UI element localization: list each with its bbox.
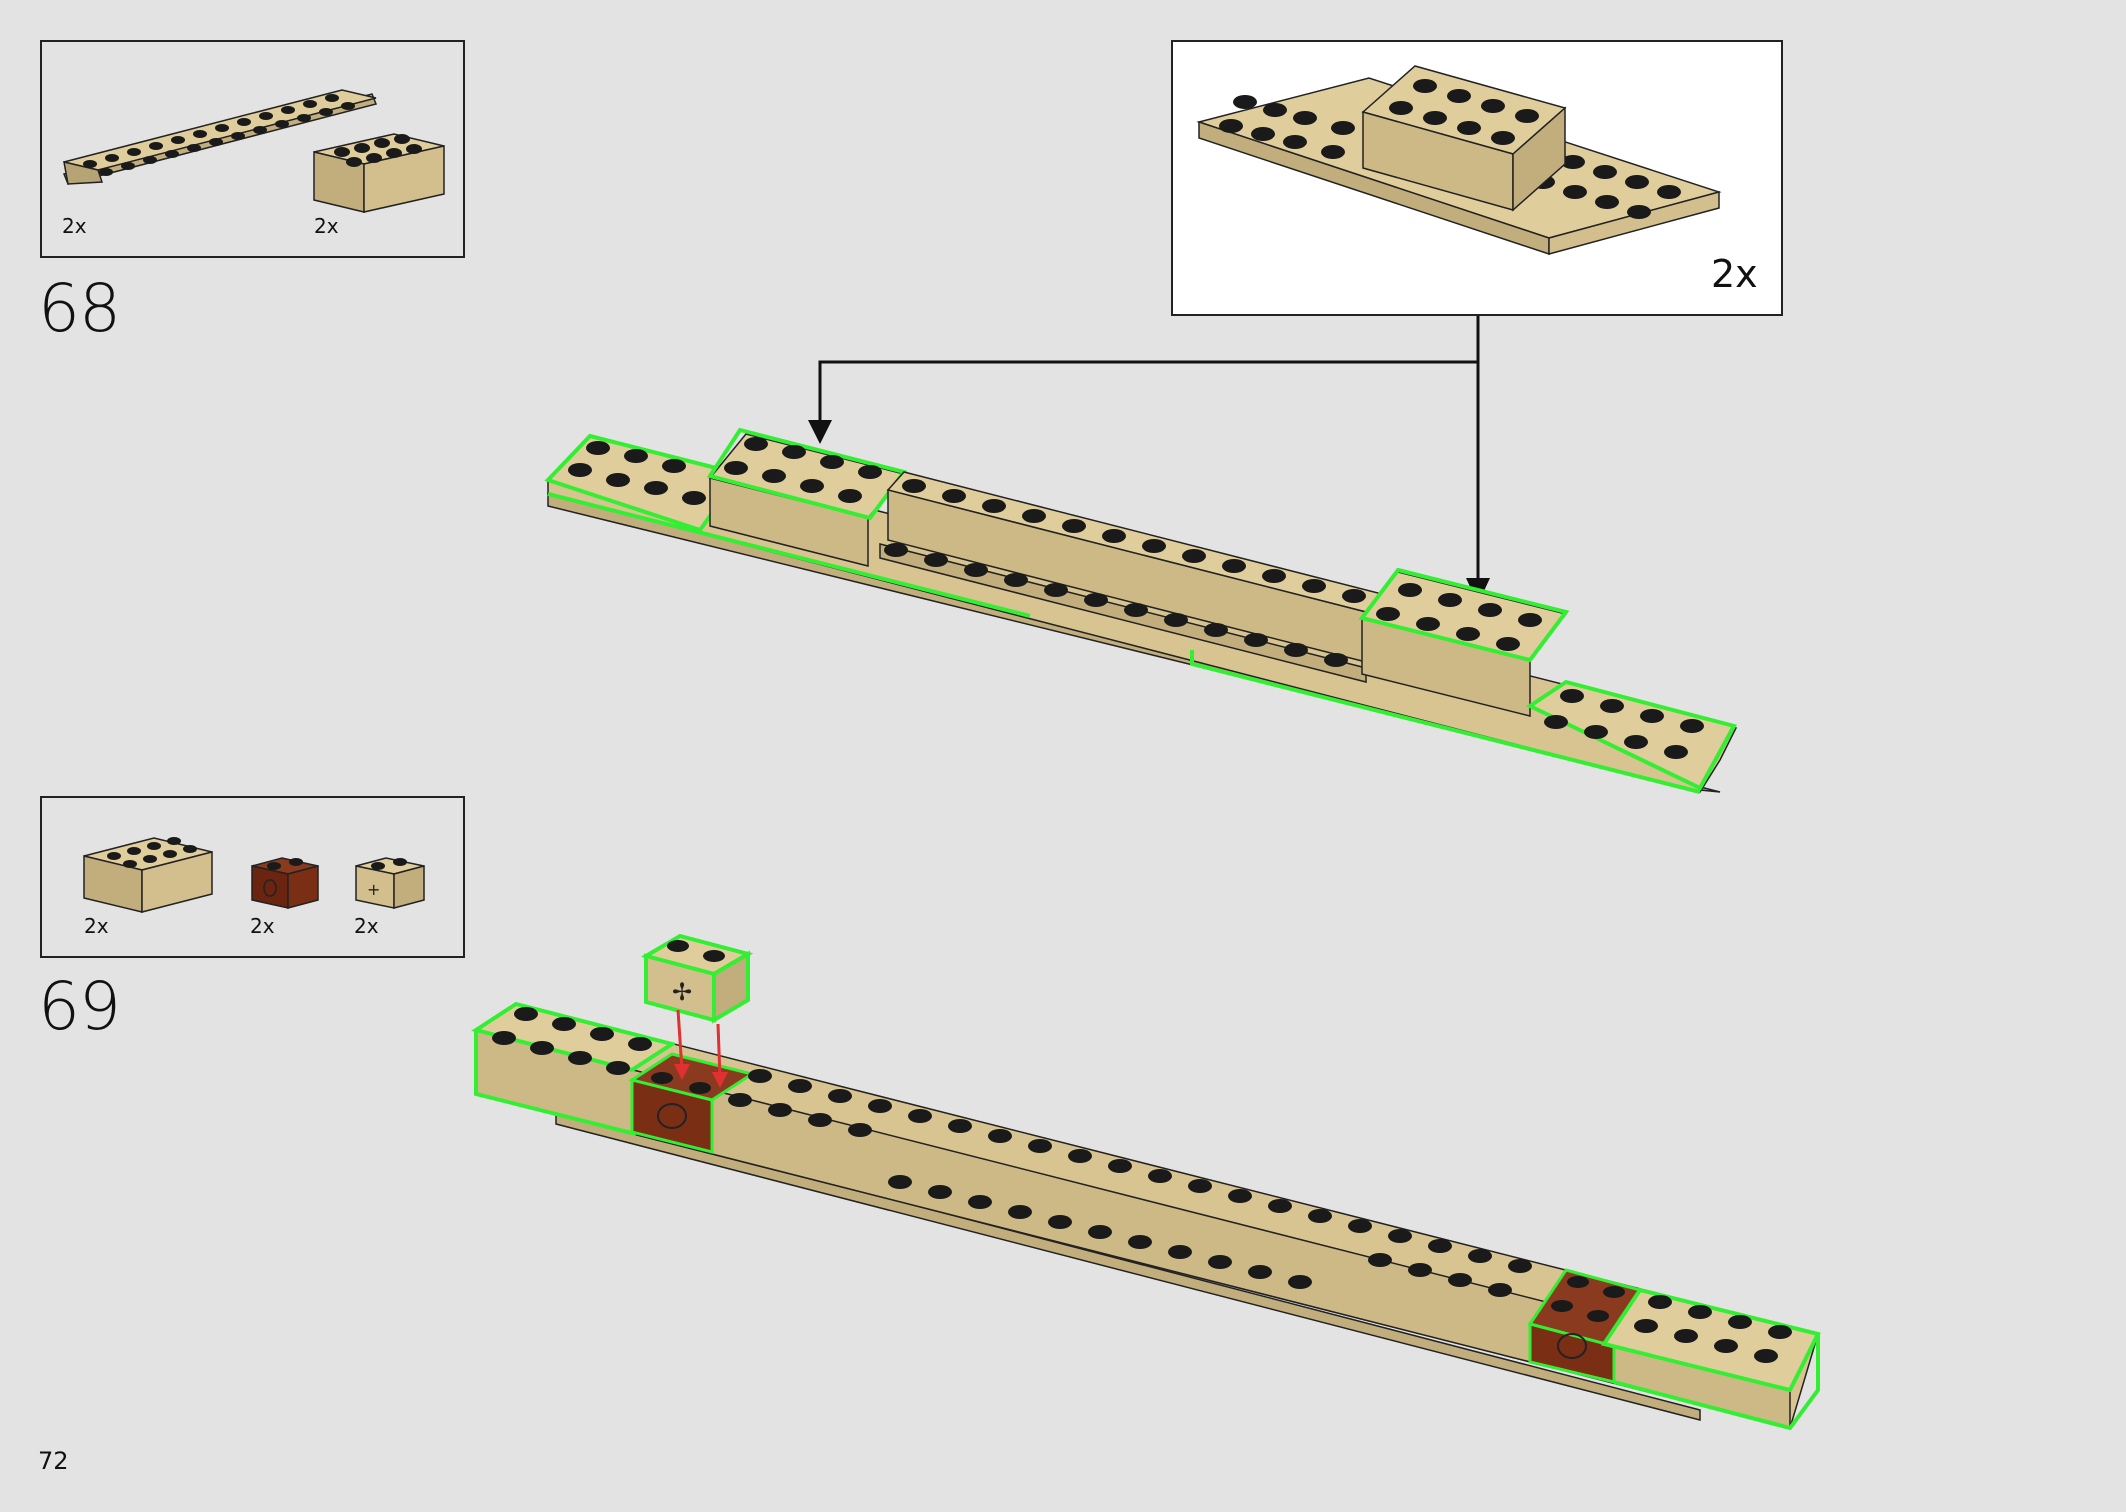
tan-technic-brick-axle-hole-icon: +: [355, 857, 425, 909]
subassembly-quantity: 2x: [1711, 252, 1758, 296]
svg-text:✢: ✢: [672, 978, 692, 1006]
step-69-parts-list: + 2x 2x 2x: [40, 796, 465, 958]
part-quantity: 2x: [84, 914, 109, 938]
page-number: 72: [38, 1447, 69, 1475]
step-number: 69: [38, 968, 121, 1045]
part-quantity: 2x: [354, 914, 379, 938]
step-68-parts-art: [62, 89, 445, 213]
step-69-parts-art: +: [83, 837, 425, 913]
step-68-parts-list: 2x 2x: [40, 40, 465, 258]
reddish-brown-technic-brick-1x2-icon: [251, 857, 319, 909]
part-quantity: 2x: [250, 914, 275, 938]
tan-brick-2x4-icon: [83, 837, 213, 913]
part-quantity: 2x: [62, 214, 87, 238]
part-quantity: 2x: [314, 214, 339, 238]
step-68-assembly: [544, 427, 1738, 794]
step-number: 68: [38, 270, 121, 347]
subassembly-callout: 2x: [1171, 40, 1783, 316]
subassembly-plate-with-brick-icon: [1196, 65, 1722, 256]
svg-text:+: +: [367, 880, 380, 899]
tan-plate-2x12-icon: [62, 89, 378, 185]
tan-brick-2x4-icon: [313, 133, 445, 213]
callout-arrows: [808, 316, 1490, 604]
step-69-assembly: ✢: [471, 933, 1821, 1431]
